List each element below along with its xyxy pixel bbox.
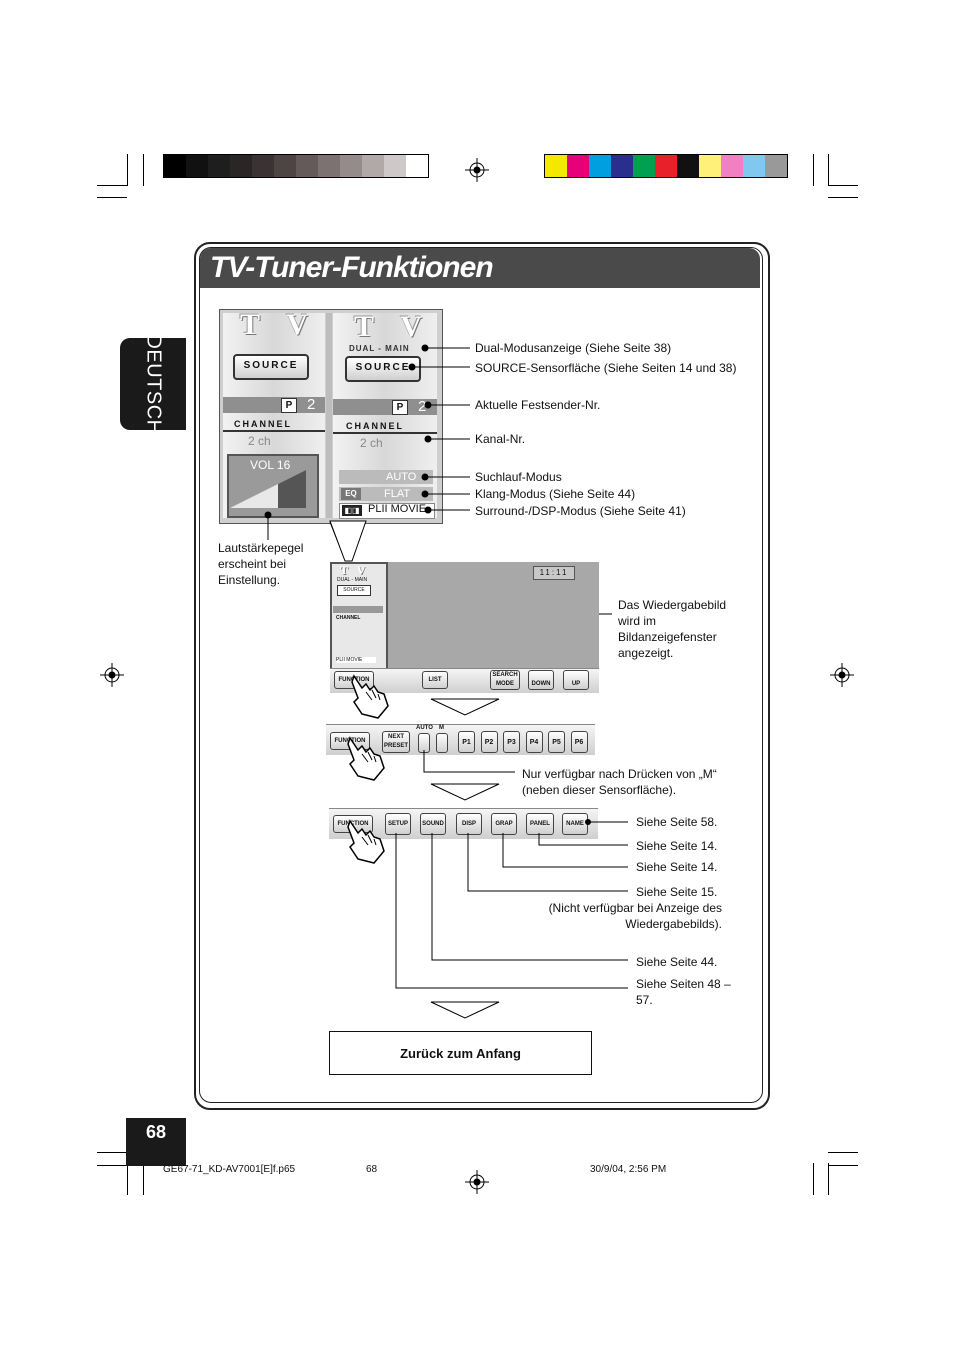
footer-date: 30/9/04, 2:56 PM	[590, 1164, 666, 1175]
page-number: 68	[126, 1118, 186, 1166]
annotation-see-48-57: Siehe Seiten 48 – 57.	[636, 976, 746, 1008]
annotation-see-14b: Siehe Seite 14.	[636, 859, 717, 875]
annotation-see-15-note: (Nicht verfügbar bei Anzeige des Wiederg…	[532, 900, 722, 932]
annotation-see-15: Siehe Seite 15.	[636, 884, 717, 900]
footer-file: GE67-71_KD-AV7001[E]f.p65	[163, 1164, 295, 1175]
next-step-arrow-icon	[430, 1001, 500, 1019]
footer-page: 68	[366, 1164, 377, 1175]
annotation-see-14a: Siehe Seite 14.	[636, 838, 717, 854]
annotation-see-58: Siehe Seite 58.	[636, 814, 717, 830]
annotation-see-44: Siehe Seite 44.	[636, 954, 717, 970]
back-to-start-box: Zurück zum Anfang	[329, 1031, 592, 1075]
